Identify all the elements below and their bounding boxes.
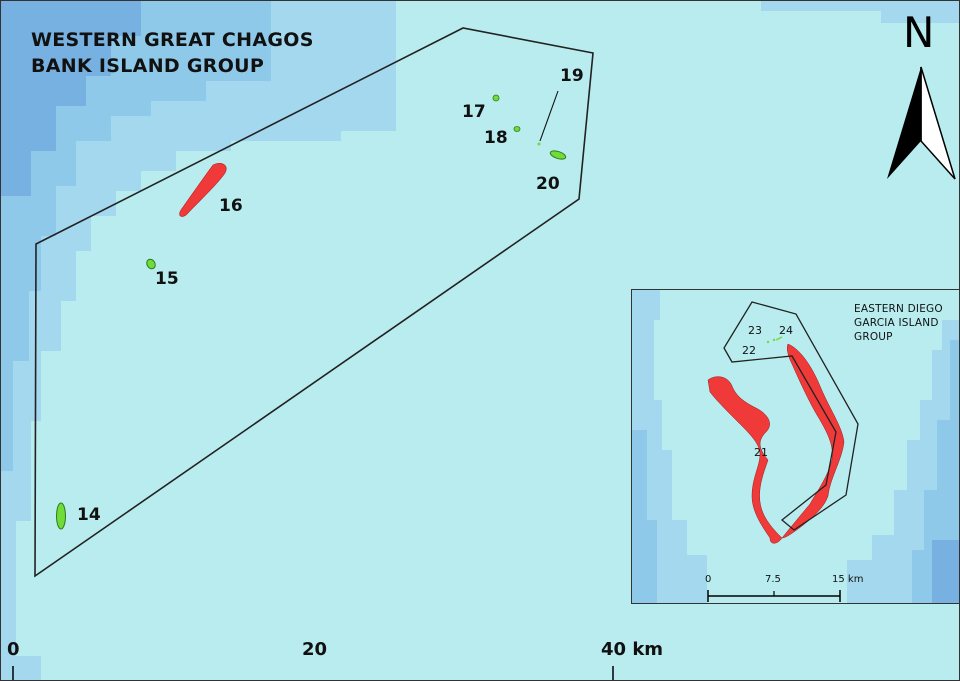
inset-bathymetry-right-deepest	[932, 540, 959, 603]
bathymetry-deepest-left	[1, 1, 141, 196]
scale-label-0: 0	[7, 639, 20, 660]
inset-scale-label-15: 15 km	[832, 574, 864, 585]
island-21-rim-east	[781, 343, 845, 539]
island-19-leader	[539, 90, 559, 142]
scale-label-40: 40 km	[601, 639, 664, 660]
island-22-label: 22	[742, 344, 756, 357]
inset-title-line1: EASTERN DIEGO	[854, 303, 943, 315]
inset-scale-label-0: 0	[705, 574, 712, 585]
north-arrow-icon	[887, 66, 956, 180]
island-23-shape	[772, 338, 776, 342]
island-15-label: 15	[155, 269, 179, 289]
scale-label-20: 20	[302, 639, 328, 660]
island-14-label: 14	[77, 505, 101, 525]
island-20-shape	[549, 150, 567, 160]
island-17-shape	[492, 94, 500, 102]
island-17-label: 17	[462, 102, 486, 122]
survey-boundary-polygon	[34, 27, 594, 578]
island-14-shape	[56, 502, 66, 530]
inset-map: EASTERN DIEGO GARCIA ISLAND GROUP 21 22 …	[631, 289, 959, 604]
island-21-label: 21	[754, 446, 768, 459]
inset-title-line2: GARCIA ISLAND	[854, 317, 939, 329]
main-title-line2: BANK ISLAND GROUP	[31, 55, 265, 77]
island-19-label: 19	[560, 66, 584, 86]
island-16-shape	[179, 163, 227, 217]
inset-bathymetry-left-deep	[632, 430, 657, 603]
island-19-shape	[537, 142, 541, 146]
inset-map-canvas	[632, 290, 959, 603]
inset-title-line3: GROUP	[854, 331, 893, 343]
north-label: N	[903, 8, 935, 57]
island-24-label: 24	[779, 324, 793, 337]
island-20-label: 20	[536, 174, 560, 194]
inset-boundary-polygon	[723, 301, 859, 531]
inset-bathymetry-right-deep	[912, 340, 959, 603]
main-map-title: WESTERN GREAT CHAGOS BANK ISLAND GROUP	[31, 27, 314, 79]
island-22-shape	[766, 340, 770, 344]
main-title-line1: WESTERN GREAT CHAGOS	[31, 29, 314, 51]
bathymetry-top-right	[761, 1, 959, 23]
island-21-shape	[707, 376, 783, 544]
inset-map-title: EASTERN DIEGO GARCIA ISLAND GROUP	[854, 302, 943, 344]
island-15-shape	[146, 258, 156, 270]
island-18-shape	[513, 126, 521, 132]
inset-scale-label-75: 7.5	[765, 574, 781, 585]
bathymetry-mid-left	[1, 1, 396, 680]
island-23-label: 23	[748, 324, 762, 337]
island-18-label: 18	[484, 128, 508, 148]
island-16-label: 16	[219, 196, 243, 216]
island-24-shape	[775, 336, 783, 341]
bathymetry-deep-left	[1, 1, 271, 471]
bathymetry-bottom-left	[1, 656, 41, 680]
